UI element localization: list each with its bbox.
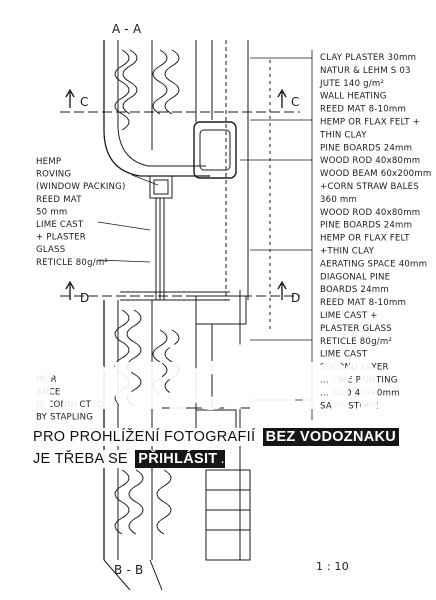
section-label-top: A - A xyxy=(112,22,142,36)
cut-marker-c-right: C xyxy=(291,95,300,109)
material-label: GLASS xyxy=(36,245,65,255)
cut-marker-c-left: C xyxy=(80,95,89,109)
material-label: PINE BOARDS 24mm xyxy=(320,143,412,153)
material-label: IS CONNECTED xyxy=(36,400,104,410)
material-label: DIAGONAL PINE xyxy=(320,272,390,282)
material-label: PINE BOARDS 24mm xyxy=(320,221,412,231)
material-label: WOOD BEAM 60x200mm xyxy=(320,169,432,179)
material-label: LIME CAST xyxy=(36,220,84,230)
material-label: HEMP OR FLAX FELT + xyxy=(320,118,420,128)
material-label: NATUR & LEHM S 03 xyxy=(320,66,411,76)
material-label: RETICLE 80g/m² xyxy=(36,258,108,268)
material-label: HEMP xyxy=(36,157,61,167)
banner-line1-bold: BEZ VODOZNAKU xyxy=(262,428,400,446)
banner-line-2: JE TŘEBA SE PŘIHLÁSIT. xyxy=(30,450,410,468)
material-label: (WINDOW PACKING) xyxy=(36,182,126,192)
watermark-banner: PRO PROHLÍŽENÍ FOTOGRAFIÍ BEZ VODOZNAKU … xyxy=(30,428,410,468)
material-label: REED MAT xyxy=(36,195,82,205)
scale-label: 1 : 10 xyxy=(316,560,349,573)
material-label: HEMP OR FLAX FELT xyxy=(320,234,410,244)
material-label: REED MAT 8-10mm xyxy=(320,298,406,308)
material-label: RETICLE 80g/m² xyxy=(320,337,392,347)
material-label: WOOD ROD 40x80mm xyxy=(320,208,420,218)
cut-marker-d-left: D xyxy=(80,291,89,305)
material-label: AERATING SPACE 40mm xyxy=(320,259,427,269)
material-label: +CORN STRAW BALES xyxy=(320,182,419,192)
material-label: JUTE 140 g/m² xyxy=(319,79,384,89)
section-label-bottom: B - B xyxy=(114,563,143,577)
material-label: LIME CAST + xyxy=(320,311,378,321)
material-label: + PLASTER xyxy=(36,233,86,243)
material-label: LIME CAST xyxy=(320,350,368,360)
material-labels-left-lower: MOR ANCE IS CONNECTED BY STAPLING xyxy=(36,375,104,423)
material-label: REED MAT 8-10mm xyxy=(320,105,406,115)
material-label: ANCE xyxy=(36,388,61,398)
banner-line1-text: PRO PROHLÍŽENÍ FOTOGRAFIÍ xyxy=(30,428,263,446)
material-label: CLAY PLASTER 30mm xyxy=(320,53,416,63)
material-label: SECOND LAYER xyxy=(320,363,389,373)
material-label: SAND STONE xyxy=(320,401,379,411)
material-label: +THIN CLAY xyxy=(320,247,375,257)
cut-marker-d-right: D xyxy=(291,291,300,305)
material-label: MOR xyxy=(36,375,57,385)
material-label: WOOD ROD 40x80mm xyxy=(320,156,420,166)
material-label: THIN CLAY xyxy=(319,130,367,140)
banner-line2-text: JE TŘEBA SE xyxy=(30,450,136,468)
material-label: BOARDS 24mm xyxy=(320,285,389,295)
material-label: 360 mm xyxy=(320,195,357,205)
material-label: ROVING xyxy=(36,170,71,180)
material-label: BY STAPLING xyxy=(36,413,93,423)
material-label: 50 mm xyxy=(36,207,67,217)
banner-line2-dot: . xyxy=(220,450,225,468)
material-label: PLASTER GLASS xyxy=(320,324,392,334)
material-label: WALL HEATING xyxy=(320,92,387,102)
banner-line-1: PRO PROHLÍŽENÍ FOTOGRAFIÍ BEZ VODOZNAKU xyxy=(30,428,410,446)
material-label: ... ROD 40x40mm xyxy=(320,388,400,398)
login-link[interactable]: PŘIHLÁSIT xyxy=(135,450,221,468)
material-label: ... LIME PAINTING xyxy=(320,376,398,386)
material-labels-left: HEMP ROVING (WINDOW PACKING) REED MAT 50 mm L… xyxy=(36,157,126,268)
